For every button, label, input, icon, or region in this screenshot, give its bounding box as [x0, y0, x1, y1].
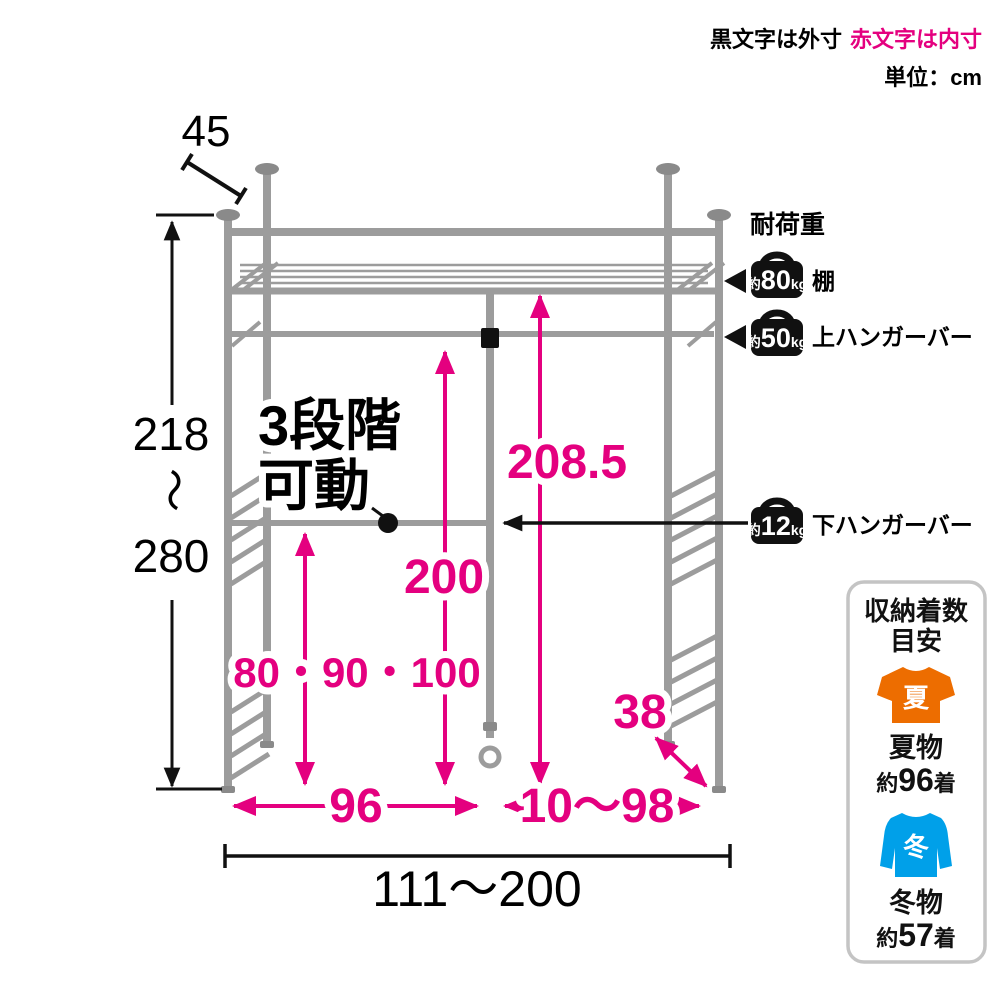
winter-name: 冬物 — [889, 887, 943, 918]
unit-label: 単位：cm — [884, 65, 982, 90]
pointer-triangle-shelf — [724, 269, 746, 293]
dim-side-depth-value: 38 — [613, 686, 666, 739]
dim-height-wave: 〜 — [148, 468, 197, 512]
summer-shirt-icon: 夏 — [877, 667, 955, 723]
dim-depth-value: 45 — [182, 107, 231, 156]
winter-badge: 冬 — [903, 832, 929, 862]
load-capacity: 耐荷重 約80kg 棚 約50kg 上ハンガーバー 約12kg 下ハンガーバー — [502, 211, 973, 544]
rack-structure — [216, 163, 731, 793]
load-label-lower-bar: 下ハンガーバー — [812, 512, 973, 538]
summer-count: 約96着 — [876, 762, 956, 798]
adjustable-annotation: 3段階 可動 — [251, 387, 408, 524]
summer-name: 夏物 — [889, 733, 943, 763]
pole-clamp — [481, 328, 499, 348]
pole-cap — [656, 163, 680, 175]
dim-height-min: 218 — [133, 408, 210, 460]
svg-text:約80kg: 約80kg — [747, 265, 807, 295]
dim-side-depth: 38 — [606, 679, 708, 788]
legend-inner-note: 赤文字は内寸 — [850, 27, 982, 52]
dim-right-width-value: 10〜98 — [520, 780, 675, 833]
weight-badge-shelf: 約80kg — [747, 251, 807, 298]
capacity-title-line2: 目安 — [890, 626, 942, 656]
dim-bar-height: 200 — [397, 350, 491, 786]
dim-bar-positions: 80・90・100 — [226, 532, 488, 786]
weight-badge-upper-bar: 約50kg — [747, 309, 807, 356]
side-rungs-right-upper — [669, 469, 719, 587]
shelf — [228, 261, 726, 295]
pole-cap — [707, 209, 731, 221]
pole-foot — [260, 741, 274, 748]
center-support-pole — [478, 294, 502, 769]
dim-bar-positions-value: 80・90・100 — [233, 649, 481, 696]
dim-depth: 45 — [180, 107, 248, 206]
load-title: 耐荷重 — [750, 211, 825, 239]
adjust-label-line1: 3段階 — [258, 394, 401, 457]
weight-badge-lower-bar: 約12kg — [747, 497, 807, 544]
dim-inner-width: 96 — [232, 773, 479, 840]
pole-cap — [255, 163, 279, 175]
side-rungs-left-upper — [229, 469, 271, 587]
dim-total-width-value: 111〜200 — [372, 861, 581, 917]
side-rungs-right-lower — [669, 633, 719, 729]
dim-right-width: 10〜98 — [503, 773, 701, 840]
dim-total-width: 111〜200 — [223, 844, 732, 917]
summer-badge: 夏 — [903, 683, 930, 713]
load-label-shelf: 棚 — [812, 268, 835, 294]
load-label-upper-bar: 上ハンガーバー — [812, 324, 973, 350]
dim-inner-height-value: 208.5 — [507, 436, 627, 489]
dim-height-max: 280 — [133, 530, 210, 582]
upper-hanger-bar — [230, 320, 718, 348]
dim-height-range: 218 〜 280 — [133, 213, 222, 791]
adjust-label-line2: 可動 — [258, 454, 370, 517]
pole-cap — [216, 209, 240, 221]
dim-inner-width-value: 96 — [329, 780, 382, 833]
side-rungs-left-lower — [229, 685, 271, 781]
dim-inner-height: 208.5 — [500, 294, 634, 786]
winter-count: 約57着 — [876, 917, 956, 953]
capacity-title-line1: 収納着数 — [864, 596, 969, 626]
dim-bar-height-value: 200 — [404, 551, 484, 604]
legend-outer-note: 黒文字は外寸 — [710, 27, 842, 52]
pole-foot — [221, 786, 235, 793]
winter-coat-icon: 冬 — [880, 813, 952, 877]
capacity-guide-box: 収納着数 目安 夏 夏物 約96着 冬 冬物 約57着 — [846, 580, 987, 964]
svg-text:約50kg: 約50kg — [747, 323, 807, 353]
pole-foot — [712, 786, 726, 793]
adjust-point-dot — [378, 513, 398, 533]
pointer-triangle-upper-bar — [724, 325, 746, 349]
svg-text:約12kg: 約12kg — [747, 511, 807, 541]
